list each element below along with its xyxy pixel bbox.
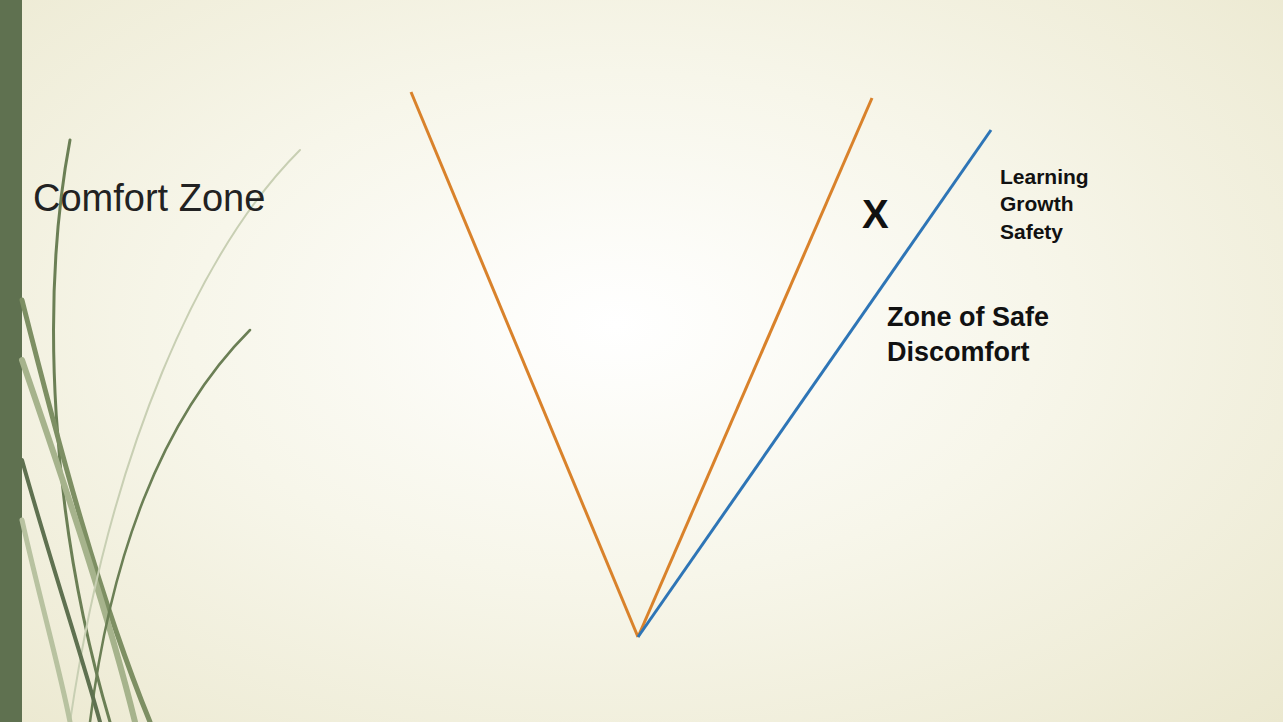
zone-label: Zone of Safe Discomfort — [887, 300, 1087, 370]
v-line — [411, 92, 638, 637]
benefit-list: Learning Growth Safety — [1000, 163, 1130, 245]
marker-x: X — [862, 192, 912, 236]
v-line — [638, 98, 872, 637]
grass-decoration — [22, 140, 300, 722]
zone-title: Comfort Zone — [33, 176, 393, 222]
side-bar — [0, 0, 22, 722]
discomfort-line — [638, 130, 991, 637]
